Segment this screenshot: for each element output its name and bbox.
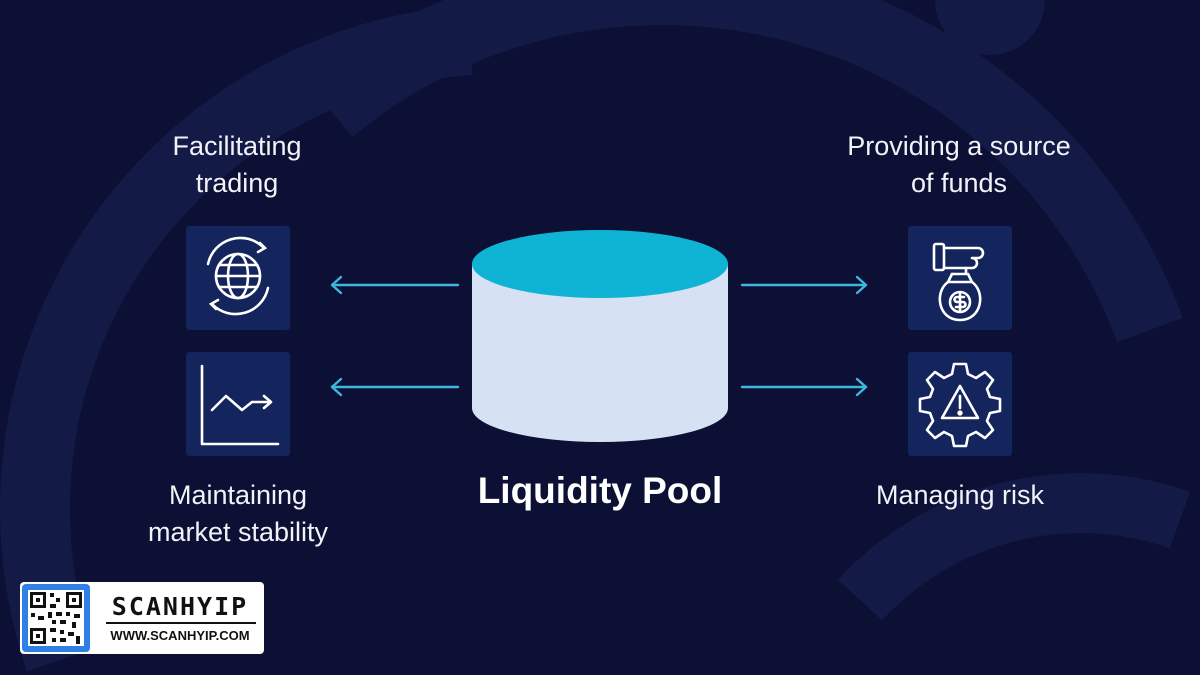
- maintaining-stability-box: [186, 352, 290, 456]
- facilitating-trading-label: Facilitating trading: [172, 131, 302, 198]
- managing-risk-box: [908, 352, 1012, 456]
- watermark-brand: SCANHYIP: [111, 592, 249, 621]
- providing-funds-label: Providing a source of funds: [847, 131, 1071, 198]
- liquidity-pool-title: Liquidity Pool: [477, 470, 723, 511]
- trend-chart-icon: [200, 364, 280, 446]
- scanhyip-watermark: SCANHYIP WWW.SCANHYIP.COM: [20, 582, 264, 654]
- arrow-to-managing-risk: [740, 377, 868, 397]
- facilitating-trading-box: [186, 226, 290, 330]
- hand-money-bag-icon: [932, 242, 985, 322]
- liquidity-pool-cylinder: [472, 230, 728, 442]
- gear-warning-icon: [918, 362, 1002, 448]
- arrow-to-providing-funds: [740, 275, 868, 295]
- maintaining-stability-label: Maintaining market stability: [147, 480, 329, 547]
- providing-funds-box: [908, 226, 1012, 330]
- globe-cycle-icon: [206, 236, 270, 316]
- watermark-url: WWW.SCANHYIP.COM: [110, 628, 250, 643]
- arrow-to-maintaining-stability: [330, 377, 460, 397]
- arrow-to-facilitating-trading: [330, 275, 460, 295]
- watermark-divider: [106, 622, 256, 624]
- managing-risk-label: Managing risk: [875, 480, 1045, 510]
- qr-code-icon: [22, 584, 90, 652]
